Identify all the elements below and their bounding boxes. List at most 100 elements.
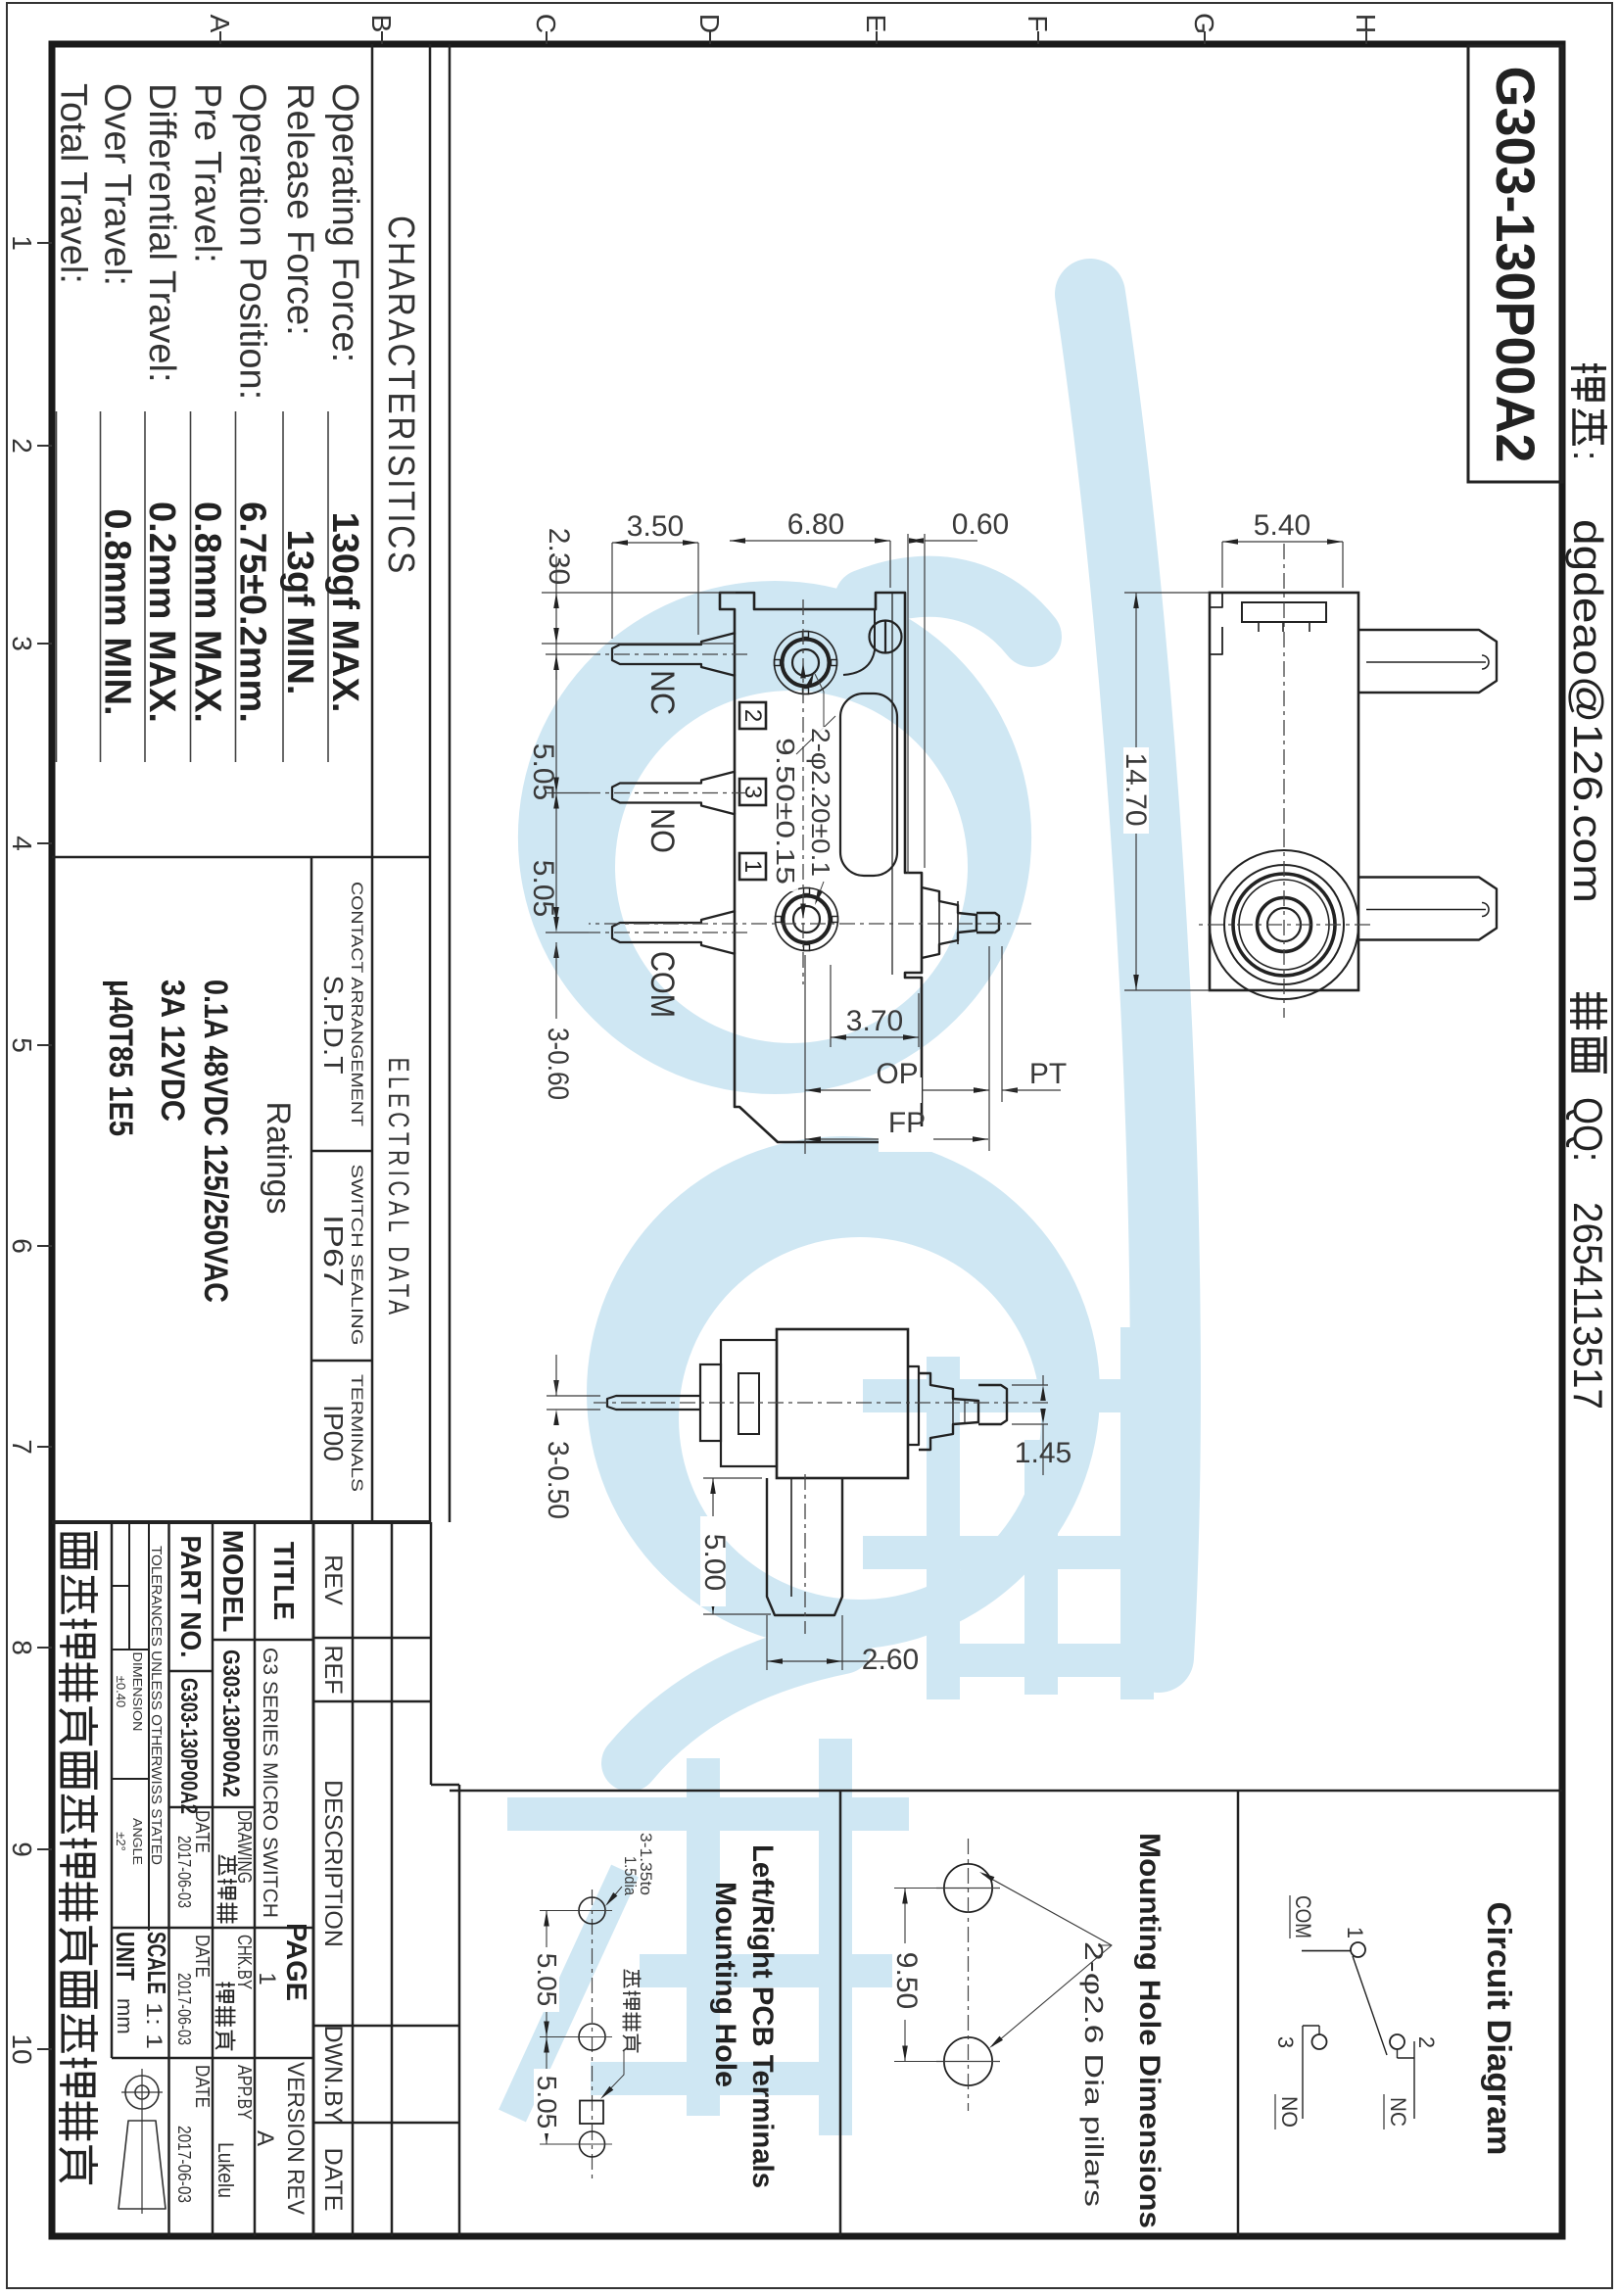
svg-text:9.50±0.15: 9.50±0.15 [771,738,800,885]
svg-text:TITLE: TITLE [267,1542,299,1621]
svg-text:0.8mm MAX.: 0.8mm MAX. [187,502,228,723]
svg-text:1: 1 [7,235,37,251]
svg-text:D: D [694,14,725,33]
svg-text:±0.40: ±0.40 [114,1676,128,1707]
svg-text:2: 2 [1414,2036,1439,2048]
svg-text:CONTACT ARRANGEMENT: CONTACT ARRANGEMENT [348,882,366,1126]
svg-text:G303-130P00A2: G303-130P00A2 [175,1678,202,1814]
svg-text:REV: REV [319,1555,347,1605]
svg-text:9.50: 9.50 [890,1952,923,2009]
svg-text:10: 10 [7,2033,37,2064]
svg-text:QQ:: QQ: [1565,1097,1611,1162]
svg-text:Mounting Hole: Mounting Hole [709,1882,741,2087]
svg-text:Pre Travel:: Pre Travel: [187,83,228,263]
svg-text:IP00: IP00 [318,1405,349,1461]
svg-text:SWITCH SEALING: SWITCH SEALING [348,1165,366,1346]
svg-text:2017-06-03: 2017-06-03 [174,2126,194,2203]
svg-text:Operation Position:: Operation Position: [232,83,273,400]
svg-text:2: 2 [739,709,766,722]
svg-text:1: 1 [739,860,766,873]
svg-text:3: 3 [739,786,766,798]
svg-text:Operating Force:: Operating Force: [324,83,365,362]
svg-text:dgdeao@126.com: dgdeao@126.com [1565,519,1611,903]
svg-text:±2°: ±2° [114,1832,128,1851]
svg-text:5.05: 5.05 [532,2076,562,2129]
svg-text:0.8mm MIN.: 0.8mm MIN. [97,508,138,715]
svg-text:6.80: 6.80 [787,508,844,541]
svg-text:3.50: 3.50 [627,510,684,543]
svg-text:B: B [366,15,397,33]
svg-text:MODEL: MODEL [216,1530,248,1633]
svg-text:FP: FP [888,1107,926,1139]
svg-text:3.70: 3.70 [846,1005,903,1037]
svg-text:2-φ2.6 Dia pillars: 2-φ2.6 Dia pillars [1079,1941,1109,2207]
svg-text:0.1A 48VDC 125/250VAC: 0.1A 48VDC 125/250VAC [197,980,234,1303]
svg-text:C: C [531,14,561,33]
svg-text:2-φ2.20±0.1: 2-φ2.20±0.1 [806,728,835,877]
svg-text:5: 5 [7,1037,37,1053]
svg-text:Total Travel:: Total Travel: [53,83,94,284]
svg-text:Circuit Diagram: Circuit Diagram [1480,1902,1517,2156]
svg-text:IP67: IP67 [318,1215,349,1287]
svg-text:DATE: DATE [191,1935,213,1978]
svg-text:3-0.60: 3-0.60 [542,1028,574,1100]
svg-text:Differential Travel:: Differential Travel: [141,83,182,383]
svg-text:NC: NC [643,670,681,715]
svg-text:Over Travel:: Over Travel: [97,83,138,286]
svg-text:DRAWING: DRAWING [233,1810,255,1884]
svg-text:5.05: 5.05 [527,743,559,800]
svg-text:μ40T85 1E5: μ40T85 1E5 [102,980,139,1136]
svg-text:3: 3 [7,636,37,651]
svg-text:Left/Right PCB Terminals: Left/Right PCB Terminals [746,1844,779,2188]
svg-text:SCALE: SCALE [142,1932,171,1994]
svg-text:4: 4 [7,836,37,851]
svg-text:Ratings: Ratings [260,1102,297,1215]
svg-text:7: 7 [7,1439,37,1455]
svg-text:ANGLE: ANGLE [130,1818,145,1865]
svg-text:2: 2 [7,438,37,454]
svg-text:DATE: DATE [191,1810,213,1853]
svg-text:G303-130P00A2: G303-130P00A2 [217,1650,244,1797]
svg-text:Lukelu: Lukelu [214,2142,238,2198]
svg-text:NC: NC [1386,2097,1410,2127]
svg-text:mm: mm [113,1998,137,2034]
svg-text:VERSION REV: VERSION REV [282,2062,309,2215]
svg-text:8: 8 [7,1640,37,1655]
svg-text:G3 SERIES MICRO SWITCH: G3 SERIES MICRO SWITCH [259,1648,281,1918]
svg-text:ELECTRICAL DATA: ELECTRICAL DATA [382,1058,414,1319]
svg-text:13gf MIN.: 13gf MIN. [279,530,320,695]
svg-text:3A 12VDC: 3A 12VDC [154,980,191,1122]
svg-text:TERMINALS: TERMINALS [348,1374,366,1492]
svg-text:COM: COM [643,951,681,1018]
svg-text:2017-06-03: 2017-06-03 [174,1973,194,2045]
svg-text:2654113517: 2654113517 [1565,1202,1611,1410]
svg-text:0.60: 0.60 [952,508,1009,541]
svg-text:2.30: 2.30 [543,528,575,585]
svg-text:6.75±0.2mm.: 6.75±0.2mm. [232,502,273,723]
svg-text:A: A [252,2130,278,2146]
svg-text:5.05: 5.05 [532,1953,562,2007]
svg-text:S.P.D.T: S.P.D.T [318,976,349,1075]
svg-text:A: A [205,15,235,33]
svg-text:CHK.BY: CHK.BY [233,1935,255,1989]
svg-text:F: F [1023,15,1053,31]
svg-text:PAGE: PAGE [280,1923,311,2001]
svg-text:3-0.50: 3-0.50 [542,1441,574,1519]
svg-text:NO: NO [643,808,681,853]
svg-text::: : [1565,451,1606,461]
svg-text:DIMENSION: DIMENSION [130,1652,145,1732]
svg-text:1.5dia: 1.5dia [621,1856,640,1895]
svg-text:CHARACTERISITICS: CHARACTERISITICS [380,215,421,576]
svg-text:OP: OP [876,1058,918,1090]
svg-text:G303-130P00A2: G303-130P00A2 [1485,67,1547,463]
svg-text:1: 1 [254,1972,280,1985]
svg-text:3: 3 [1273,2036,1298,2048]
svg-text:Mounting Hole Dimensions: Mounting Hole Dimensions [1133,1833,1166,2228]
svg-text:5.00: 5.00 [698,1534,731,1591]
svg-text:UNIT: UNIT [111,1932,140,1981]
svg-text:Release Force:: Release Force: [279,83,320,336]
svg-text:PART NO.: PART NO. [174,1536,206,1658]
svg-text:3-1.35to: 3-1.35to [637,1833,655,1895]
svg-text:14.70: 14.70 [1119,752,1152,826]
svg-text:DWN.BY: DWN.BY [319,2026,347,2124]
